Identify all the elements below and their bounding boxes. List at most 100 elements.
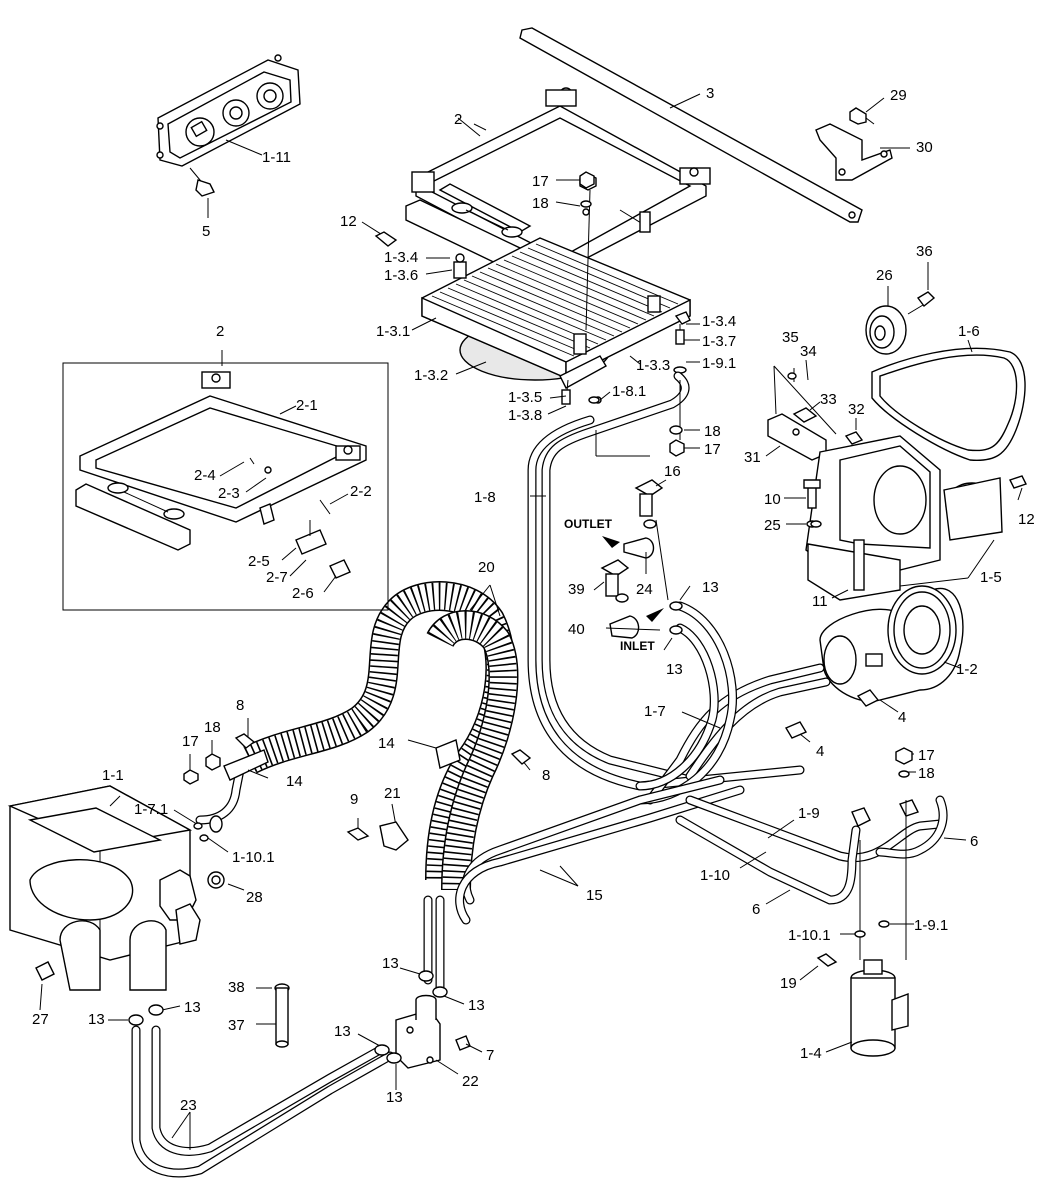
- label-4-b: 4: [816, 743, 824, 760]
- label-18-left: 18: [204, 719, 221, 736]
- label-1-3-5: 1-3.5: [508, 389, 542, 406]
- label-inlet: INLET: [620, 639, 655, 653]
- label-32: 32: [848, 401, 865, 418]
- clamp-14: [223, 749, 269, 781]
- bracket-small: [435, 739, 461, 769]
- part-labels: 1-11 5 2 3 29 30 17 18 12 1-3.4 1-3.6 1-…: [32, 85, 1035, 1114]
- label-1-10: 1-10: [700, 867, 730, 884]
- label-12-right: 12: [1018, 511, 1035, 528]
- label-1-7: 1-7: [644, 703, 666, 720]
- label-1-11: 1-11: [262, 149, 291, 166]
- label-12-left: 12: [340, 213, 357, 230]
- heater-unit: [7, 765, 245, 991]
- label-13-e: 13: [382, 955, 399, 972]
- label-15: 15: [586, 887, 603, 904]
- label-39: 39: [568, 581, 585, 598]
- label-6-b: 6: [752, 901, 760, 918]
- label-40: 40: [568, 621, 585, 638]
- label-8-top: 8: [236, 697, 244, 714]
- label-11: 11: [812, 593, 828, 610]
- pipe-15: [455, 775, 745, 925]
- label-1-9-1-top: 1-9.1: [702, 355, 736, 372]
- bracket-30: [815, 97, 910, 181]
- label-14-a: 14: [378, 735, 395, 752]
- label-2-7: 2-7: [266, 569, 288, 586]
- leader-lines: [39, 123, 1023, 1150]
- label-2-2: 2-2: [350, 483, 372, 500]
- small-hardware: [128, 171, 913, 1064]
- label-1-7-1: 1-7.1: [134, 801, 168, 818]
- label-22: 22: [462, 1073, 479, 1090]
- label-38: 38: [228, 979, 245, 996]
- label-1-3-1: 1-3.1: [376, 323, 410, 340]
- label-31: 31: [744, 449, 761, 466]
- label-30: 30: [916, 139, 933, 156]
- inset-box: [62, 362, 389, 611]
- label-13-g: 13: [334, 1023, 351, 1040]
- label-outlet: OUTLET: [564, 517, 613, 531]
- part-37-38: [274, 983, 290, 1048]
- label-1-6: 1-6: [958, 323, 980, 340]
- label-33: 33: [820, 391, 837, 408]
- label-34: 34: [800, 343, 817, 360]
- label-1-3-4-b: 1-3.4: [702, 313, 736, 330]
- evap-hoses: [527, 371, 805, 791]
- label-1-10-1-left: 1-10.1: [232, 849, 275, 866]
- label-27: 27: [32, 1011, 49, 1028]
- label-26: 26: [876, 267, 893, 284]
- fittings-center: [600, 479, 683, 639]
- label-16: 16: [664, 463, 681, 480]
- label-2-1: 2-1: [296, 397, 318, 414]
- label-1-2: 1-2: [956, 661, 978, 678]
- label-17-left: 17: [182, 733, 199, 750]
- label-28: 28: [246, 889, 263, 906]
- label-13-c: 13: [88, 1011, 105, 1028]
- label-1-9-1-bot: 1-9.1: [914, 917, 948, 934]
- label-2-top: 2: [454, 111, 462, 128]
- compressor-bracket: [767, 407, 1027, 601]
- compressor: [784, 585, 964, 739]
- label-17-right: 17: [918, 747, 935, 764]
- label-21: 21: [384, 785, 401, 802]
- receiver-lines: [675, 795, 948, 905]
- label-2-4: 2-4: [194, 467, 216, 484]
- label-18-mid: 18: [704, 423, 721, 440]
- label-13-b: 13: [666, 661, 683, 678]
- label-2-5: 2-5: [248, 553, 270, 570]
- label-13-a: 13: [702, 579, 719, 596]
- label-1-3-7: 1-3.7: [702, 333, 736, 350]
- label-13-f: 13: [468, 997, 485, 1014]
- receiver-drier: [816, 800, 909, 1057]
- label-29: 29: [890, 87, 907, 104]
- label-14-b: 14: [286, 773, 303, 790]
- label-1-10-1-right: 1-10.1: [788, 927, 831, 944]
- label-1-3-4-a: 1-3.4: [384, 249, 418, 266]
- label-35: 35: [782, 329, 799, 346]
- label-1-4: 1-4: [800, 1045, 822, 1062]
- label-17-mid: 17: [704, 441, 721, 458]
- label-18-right: 18: [918, 765, 935, 782]
- label-2-6: 2-6: [292, 585, 314, 602]
- label-36: 36: [916, 243, 933, 260]
- label-18-top: 18: [532, 195, 549, 212]
- mounting-strip: [519, 27, 863, 223]
- label-1-1: 1-1: [102, 767, 124, 784]
- evaporator-core: [421, 173, 691, 405]
- label-10: 10: [764, 491, 781, 508]
- label-37: 37: [228, 1017, 245, 1034]
- label-7: 7: [486, 1047, 494, 1064]
- label-1-3-2: 1-3.2: [414, 367, 448, 384]
- label-24: 24: [636, 581, 653, 598]
- control-panel: [156, 54, 301, 218]
- label-23: 23: [180, 1097, 197, 1114]
- label-13-h: 13: [386, 1089, 403, 1106]
- label-25: 25: [764, 517, 781, 534]
- label-1-5: 1-5: [980, 569, 1002, 586]
- label-2-3: 2-3: [218, 485, 240, 502]
- label-3: 3: [706, 85, 714, 102]
- label-2-inset: 2: [216, 323, 224, 340]
- label-1-3-3: 1-3.3: [636, 357, 670, 374]
- label-5: 5: [202, 223, 210, 240]
- label-20: 20: [478, 559, 495, 576]
